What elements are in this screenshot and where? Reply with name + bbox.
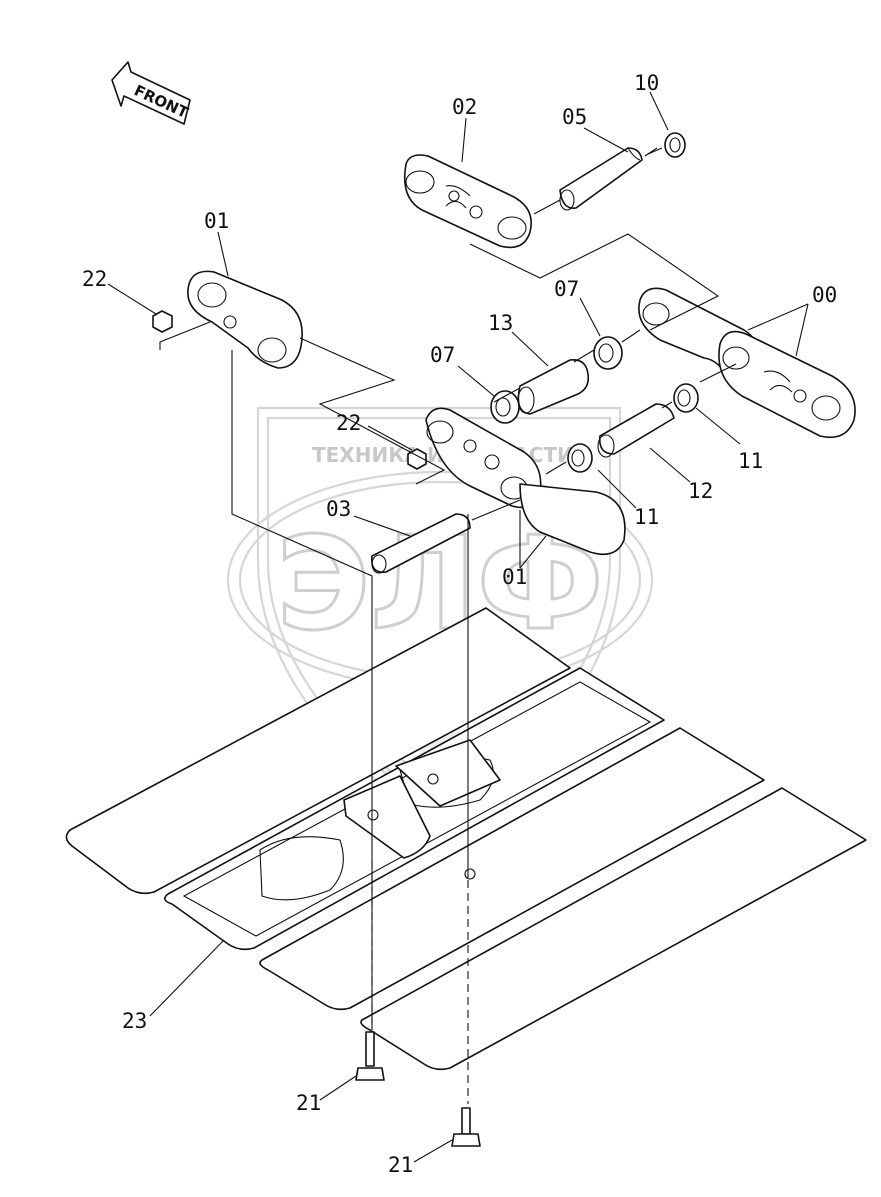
callout-10: 10 [634, 71, 659, 95]
link-assembly-00 [638, 287, 856, 439]
callout-22-mid: 22 [336, 411, 361, 435]
pin-12 [597, 403, 675, 458]
callout-11-right: 11 [738, 449, 763, 473]
callout-07-lower: 07 [430, 343, 455, 367]
ring-11-right [673, 383, 699, 413]
callout-21-lower: 21 [388, 1153, 413, 1177]
front-label: FRONT [131, 81, 191, 122]
track-shoe-23 [65, 607, 867, 1071]
bolt-21-lower [451, 1107, 481, 1147]
callout-22-left: 22 [82, 267, 107, 291]
callout-01-bottom: 01 [502, 565, 527, 589]
callout-05: 05 [562, 105, 587, 129]
link-01-lower [425, 407, 626, 556]
assembly-lines [159, 147, 737, 1104]
callout-03: 03 [326, 497, 351, 521]
front-direction-arrow: FRONT [111, 61, 192, 125]
link-01-upper [187, 270, 303, 369]
seal-07-upper [593, 336, 623, 370]
link-02 [403, 154, 532, 249]
leader-lines [107, 91, 809, 1163]
snap-ring-10 [664, 132, 686, 158]
callout-13: 13 [488, 311, 513, 335]
nut-22-mid [407, 448, 427, 470]
pin-03 [370, 513, 471, 574]
callout-11-mid: 11 [634, 505, 659, 529]
bolt-21-upper [355, 1031, 385, 1081]
callout-00: 00 [812, 283, 837, 307]
callout-02: 02 [452, 95, 477, 119]
callout-07-upper: 07 [554, 277, 579, 301]
callout-01-top: 01 [204, 209, 229, 233]
nut-22-left [152, 310, 173, 333]
callout-12: 12 [688, 479, 713, 503]
bushing-13 [517, 358, 590, 415]
seal-07-lower [490, 390, 520, 424]
ring-11-mid [567, 443, 593, 473]
callout-labels: 10 05 02 01 22 07 00 13 07 22 11 12 11 0… [82, 71, 837, 1177]
callout-21-upper: 21 [296, 1091, 321, 1115]
pin-05 [559, 147, 658, 211]
callout-23: 23 [122, 1009, 147, 1033]
